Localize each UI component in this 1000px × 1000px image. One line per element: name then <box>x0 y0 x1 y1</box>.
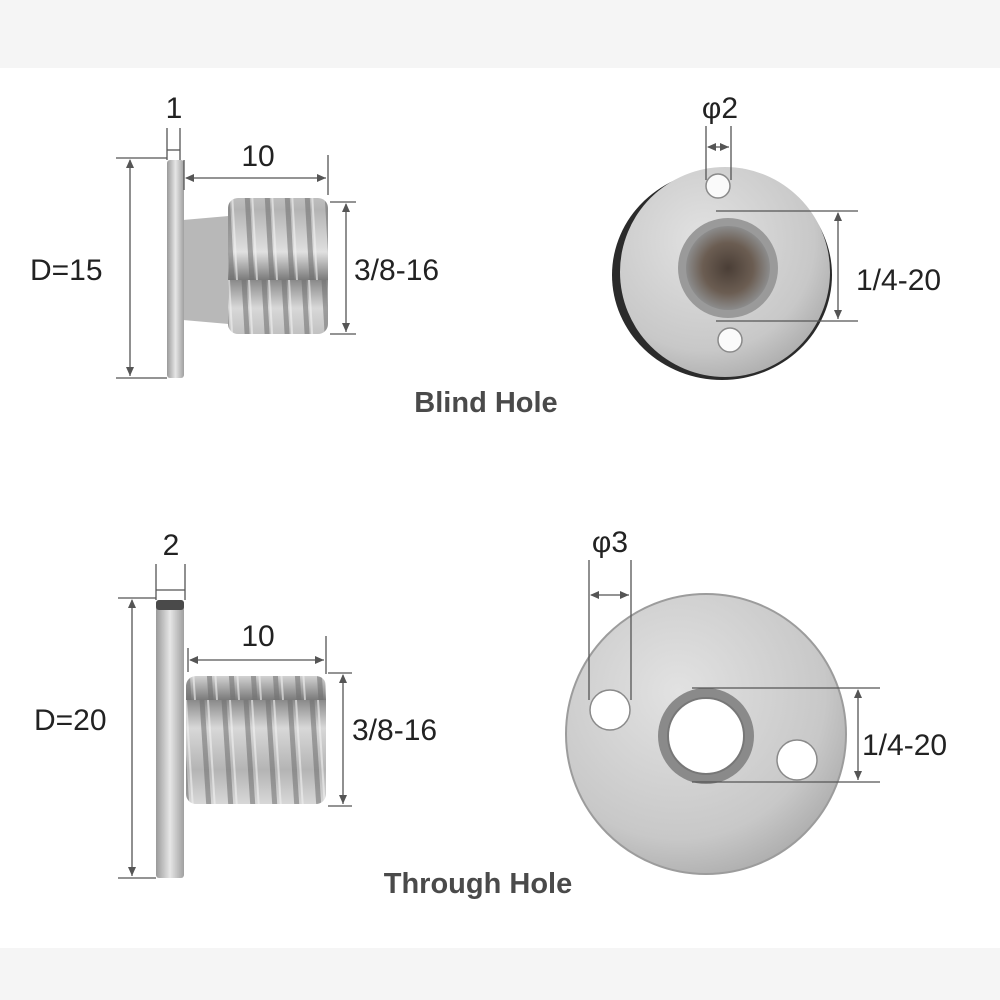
through-thread-body <box>186 676 326 804</box>
blind-bore <box>686 226 770 310</box>
through-side-view: 2 10 D=20 3/8-16 <box>34 529 437 879</box>
blind-pin-hole-top <box>705 173 731 199</box>
blind-outer-thread-label: 3/8-16 <box>354 254 439 287</box>
through-pin-hole-right <box>776 739 818 781</box>
through-pin-hole-label: φ3 <box>592 526 628 559</box>
blind-side-view: 1 10 D=15 3/8-16 <box>30 92 439 379</box>
through-flange-top-edge <box>156 600 184 610</box>
blind-flange-thickness-label: 1 <box>166 92 183 125</box>
through-flange <box>156 600 184 878</box>
blind-inner-thread-label: 1/4-20 <box>856 264 941 297</box>
through-front-view: φ3 1/4-20 <box>565 526 947 875</box>
blind-hole-caption: Blind Hole <box>414 387 557 419</box>
through-outer-thread-label: 3/8-16 <box>352 714 437 747</box>
blind-neck <box>183 215 240 325</box>
through-hole-caption: Through Hole <box>384 868 572 900</box>
blind-thread-length-label: 10 <box>241 140 274 173</box>
through-thread-length-label: 10 <box>241 620 274 653</box>
through-flange-thickness-label: 2 <box>163 529 180 562</box>
bottom-band <box>0 948 1000 1000</box>
blind-front-view: φ2 1/4-20 <box>612 92 941 380</box>
blind-diameter-label: D=15 <box>30 254 103 287</box>
blind-pin-hole-bottom <box>717 327 743 353</box>
blind-pin-hole-label: φ2 <box>702 92 738 125</box>
through-bore <box>667 697 745 775</box>
blind-thread-body <box>228 198 328 334</box>
through-pin-hole-left <box>589 689 631 731</box>
top-band <box>0 0 1000 68</box>
through-diameter-label: D=20 <box>34 704 107 737</box>
blind-flange <box>167 160 184 378</box>
through-inner-thread-label: 1/4-20 <box>862 729 947 762</box>
